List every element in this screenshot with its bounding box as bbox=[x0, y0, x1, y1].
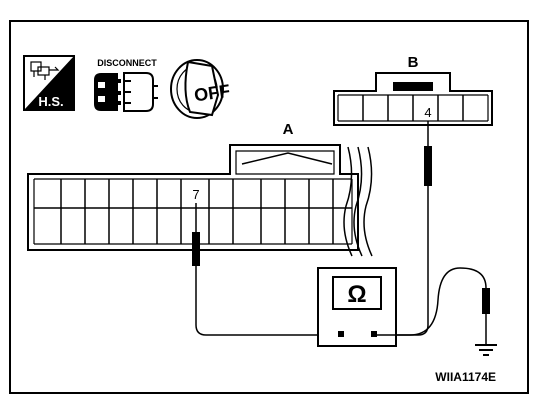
connector-b-terminal-label: 4 bbox=[424, 105, 431, 120]
ohmmeter-symbol: Ω bbox=[347, 281, 366, 308]
disconnect-label: DISCONNECT bbox=[97, 58, 157, 68]
figure-code: WIIA1174E bbox=[435, 370, 496, 384]
ground-probe bbox=[374, 267, 490, 345]
connector-b-label: B bbox=[408, 54, 419, 71]
ignition-off-label: OFF bbox=[193, 81, 231, 106]
disconnect-icon: DISCONNECT bbox=[94, 58, 158, 112]
hs-icon-label: H.S. bbox=[38, 94, 63, 109]
ohmmeter: Ω bbox=[317, 267, 397, 347]
ground-icon bbox=[475, 344, 497, 356]
ignition-off-icon: OFF bbox=[170, 59, 231, 119]
connector-a-terminal-label: 7 bbox=[192, 187, 199, 202]
connector-a-label: A bbox=[283, 121, 294, 138]
probe-a bbox=[192, 203, 340, 336]
probe-b bbox=[374, 121, 432, 336]
diagram-frame bbox=[9, 20, 529, 394]
connector-b: B 4 bbox=[333, 54, 493, 126]
harness-service-icon: H.S. bbox=[23, 55, 75, 111]
